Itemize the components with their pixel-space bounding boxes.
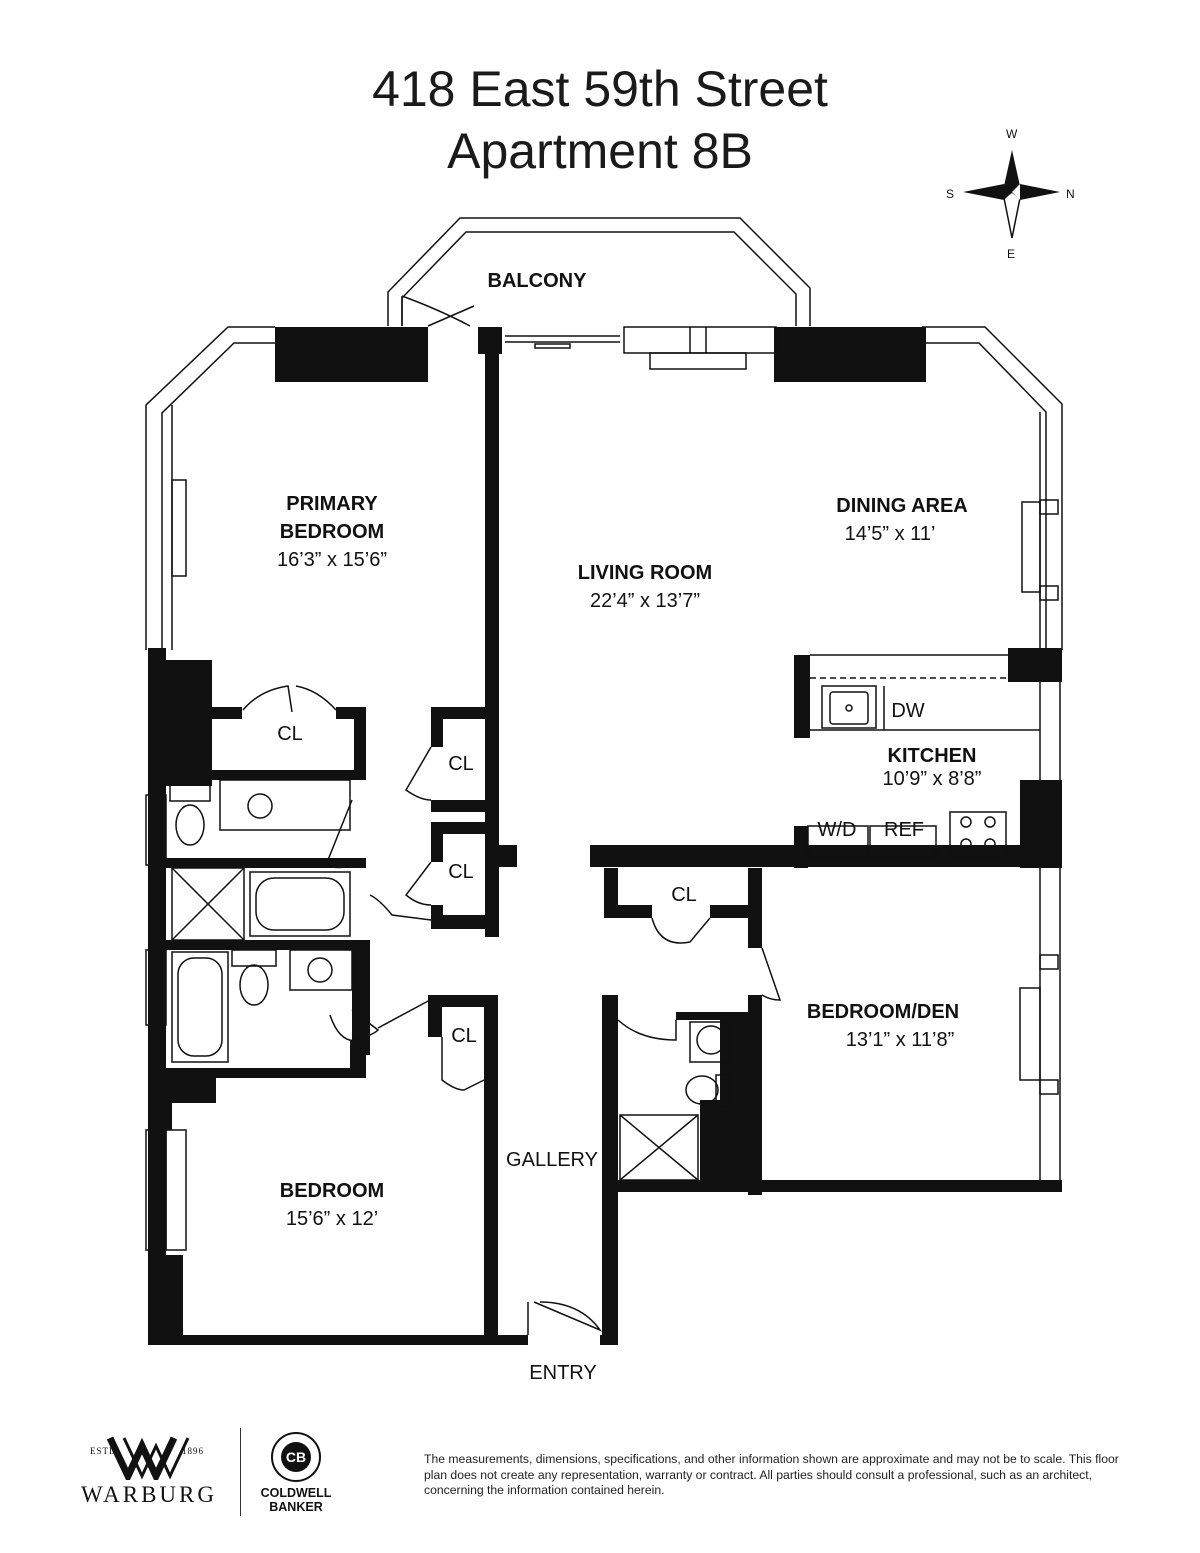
bedroom-name: BEDROOM (280, 1180, 384, 1202)
warburg-w-icon (106, 1436, 190, 1480)
compass-w: W (1006, 127, 1018, 141)
disclaimer-text: The measurements, dimensions, specificat… (424, 1452, 1119, 1497)
closet-label-hall-1: CL (448, 753, 474, 775)
warburg-name: WARBURG (80, 1482, 217, 1507)
floor-plan: W S N E (145, 127, 1075, 1384)
balcony (387, 217, 811, 326)
coldwell-banker-logo: CB COLDWELL BANKER (256, 1430, 336, 1520)
entry-label: ENTRY (529, 1362, 596, 1384)
closet-label-bedroom: CL (451, 1025, 477, 1047)
kitchen-dims: 10’9” x 8’8” (883, 768, 982, 790)
dining-area-dims: 14’5” x 11’ (845, 523, 936, 545)
washer-dryer-label: W/D (818, 819, 857, 841)
kitchen-name: KITCHEN (888, 745, 977, 767)
living-room-dims: 22’4” x 13’7” (590, 590, 700, 612)
closet-label-den: CL (671, 884, 697, 906)
refrigerator-label: REF (884, 819, 924, 841)
gallery-label: GALLERY (506, 1149, 598, 1171)
warburg-estd: ESTD (90, 1446, 117, 1456)
closet-label-hall-2: CL (448, 861, 474, 883)
bedroom-den-name: BEDROOM/DEN (807, 1001, 959, 1023)
coldwell-line: COLDWELL (260, 1486, 332, 1500)
warburg-year: 1896 (182, 1446, 204, 1456)
primary-bedroom-name1: PRIMARY (286, 493, 378, 515)
living-windows (505, 326, 777, 370)
living-room-name: LIVING ROOM (578, 562, 712, 584)
banker-line: BANKER (269, 1500, 323, 1514)
svg-text:CB: CB (286, 1449, 306, 1465)
logo-divider (240, 1428, 241, 1516)
coldwell-banker-name: COLDWELL BANKER (256, 1486, 336, 1514)
doors (242, 295, 782, 1335)
bedroom-dims: 15’6” x 12’ (286, 1208, 378, 1230)
bedroom-den-dims: 13’1” x 11’8” (846, 1029, 955, 1051)
walls (148, 327, 1062, 1345)
dining-area-name: DINING AREA (836, 495, 967, 517)
compass-s: S (946, 187, 954, 201)
warburg-logo: ESTD 1896 WARBURG (64, 1428, 234, 1518)
address-title: 418 East 59th Street (372, 61, 828, 117)
balcony-label: BALCONY (488, 270, 588, 292)
compass-n: N (1066, 187, 1075, 201)
primary-bedroom-dims: 16’3” x 15’6” (277, 549, 387, 571)
bathroom-fixtures (169, 779, 731, 1181)
coldwell-banker-seal-icon: CB (271, 1432, 321, 1482)
compass-e: E (1007, 247, 1015, 261)
compass-icon: W S N E (946, 127, 1075, 261)
kitchen-counter (807, 654, 1040, 859)
closet-label-primary: CL (277, 723, 303, 745)
apartment-title: Apartment 8B (447, 123, 753, 179)
primary-bedroom-name2: BEDROOM (280, 521, 384, 543)
dishwasher-label: DW (891, 700, 924, 722)
